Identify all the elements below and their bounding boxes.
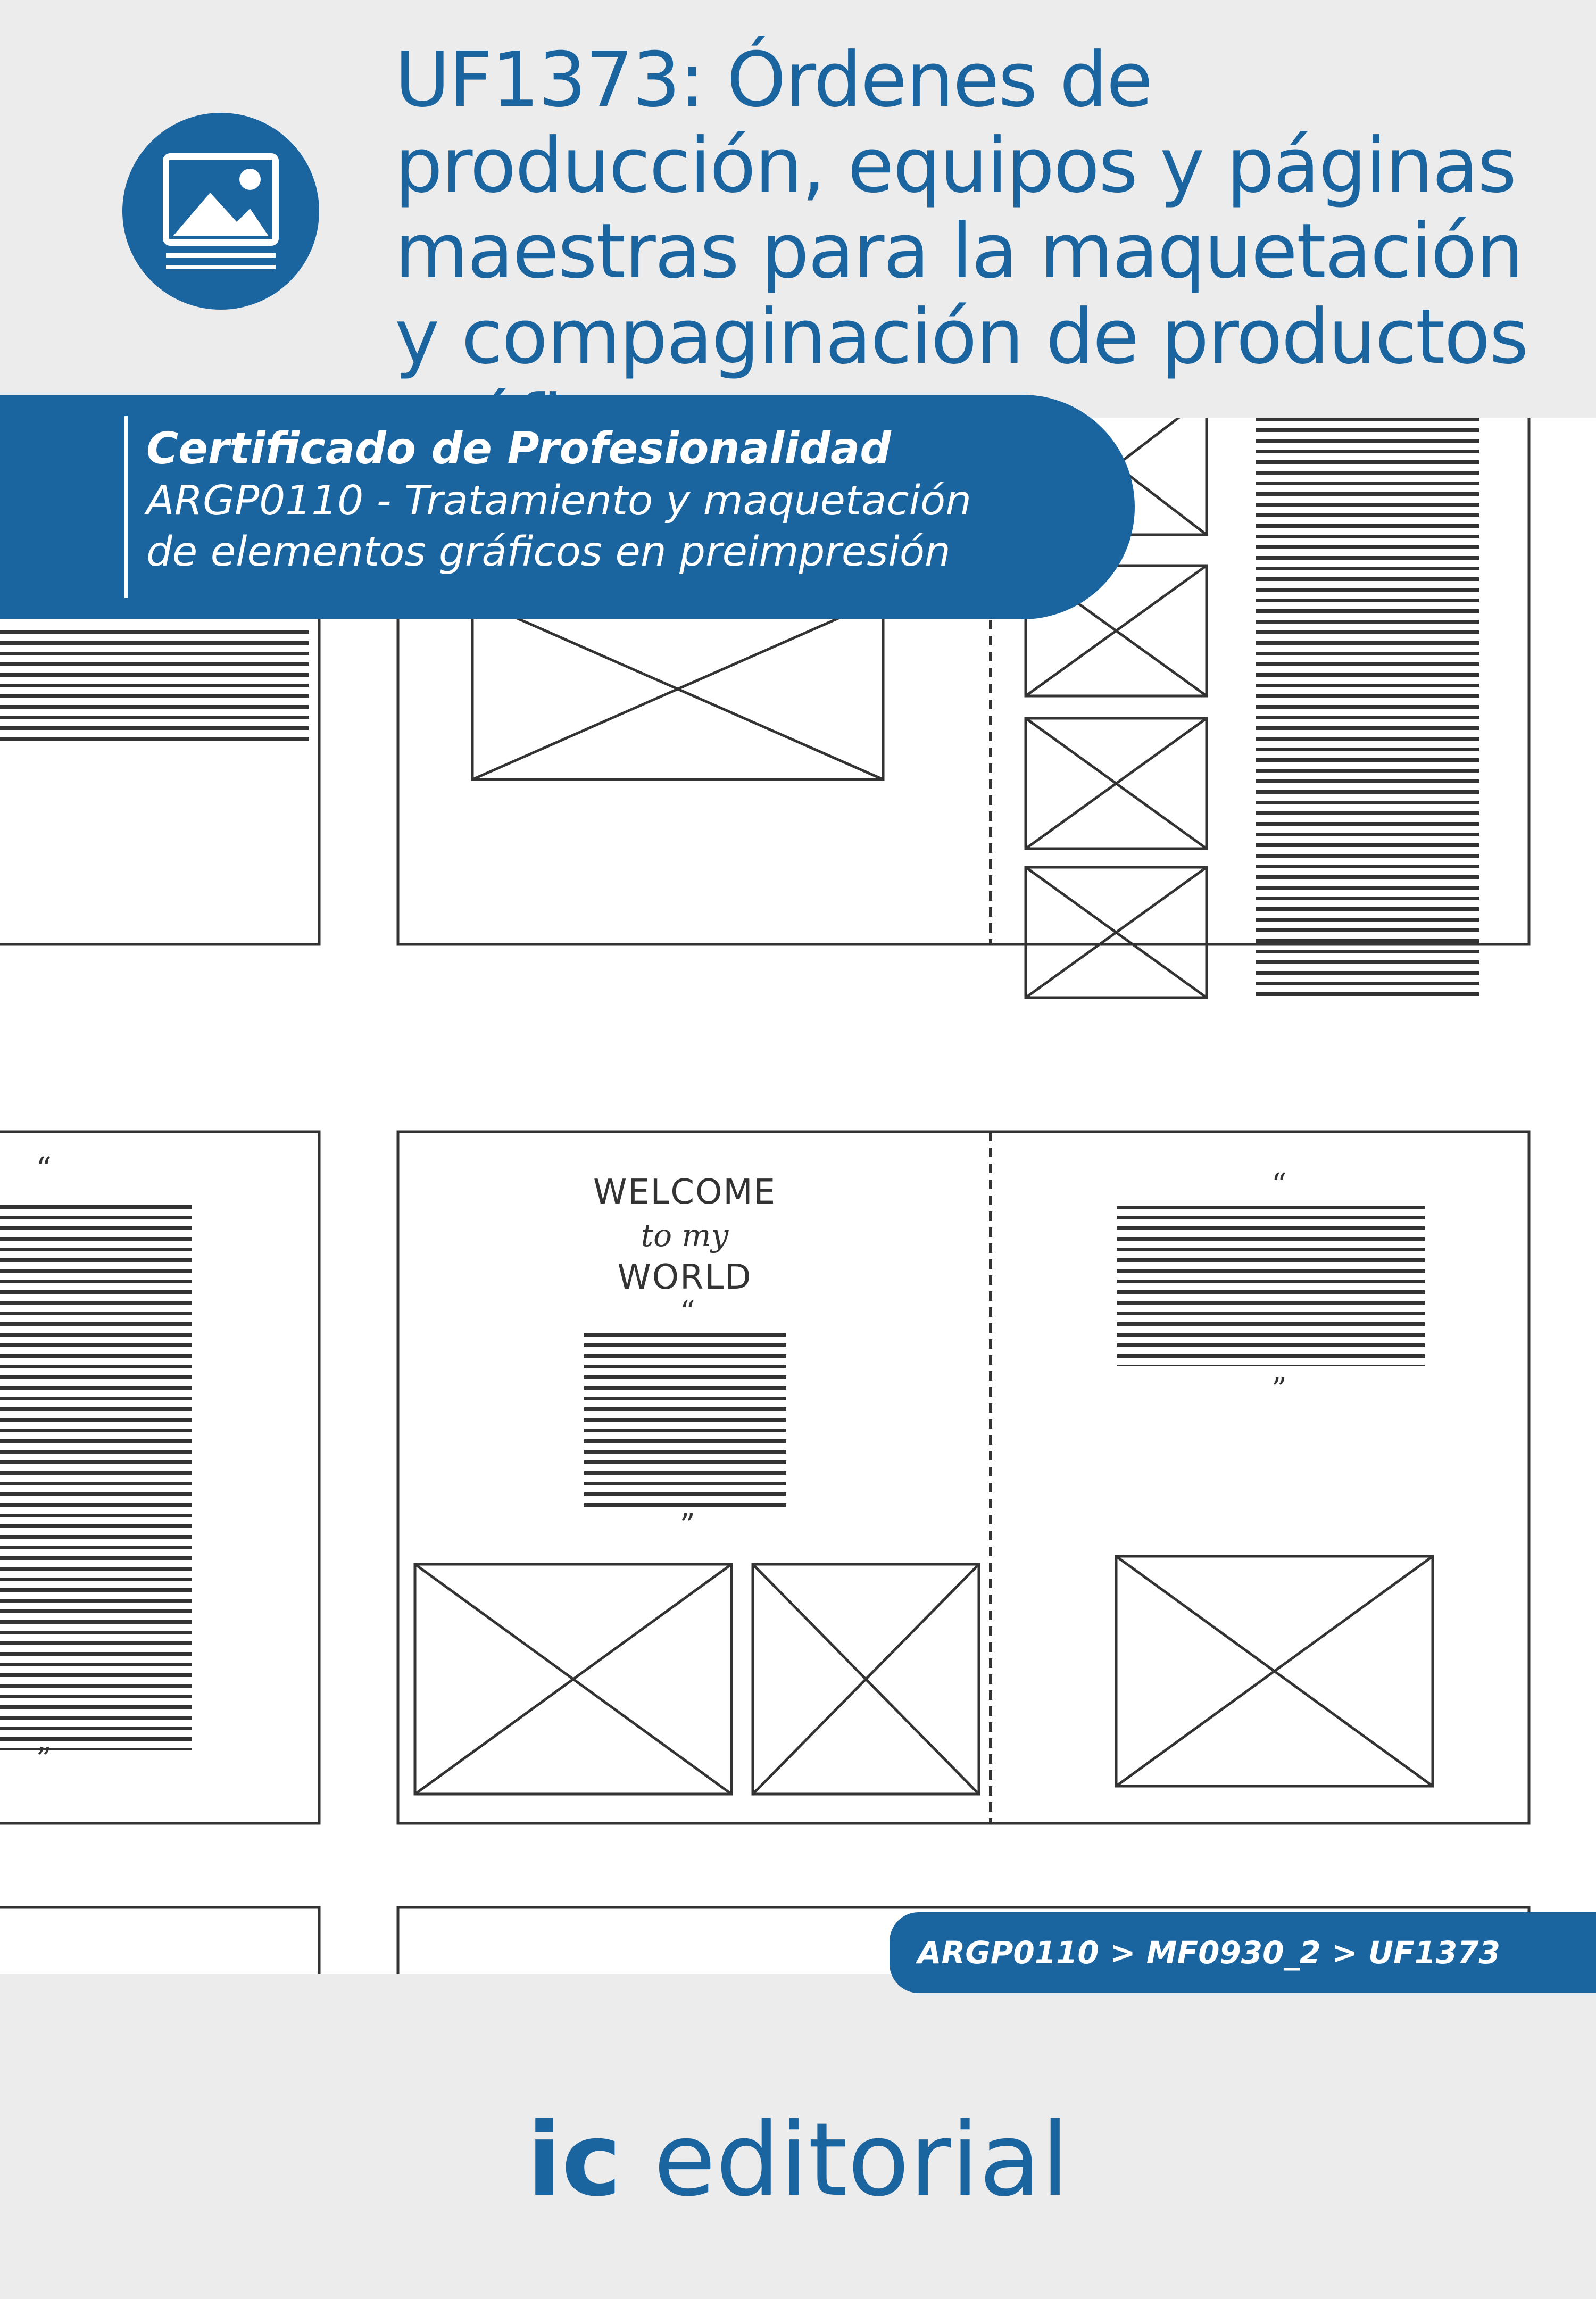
image-placeholder	[1115, 1555, 1434, 1788]
layout-illustration: “ ” “ ” “ ” WELCOME to my WORLD	[0, 418, 1596, 1974]
publisher-logo-word: editorial	[621, 2101, 1069, 2219]
certificate-label: Certificado de Profesionalidad	[146, 424, 892, 474]
text-block	[584, 1329, 786, 1509]
to-my-text: to my	[641, 1217, 729, 1254]
breadcrumb: ARGP0110 > MF0930_2 > UF1373	[917, 1935, 1500, 1971]
text-block	[1117, 1206, 1425, 1366]
world-text: WORLD	[617, 1258, 752, 1297]
text-block	[1256, 418, 1479, 1003]
svg-text:”: ”	[1271, 1372, 1287, 1407]
certificate-code: ARGP0110 - Tratamiento y maquetación	[146, 477, 971, 525]
text-block	[0, 1202, 192, 1750]
image-placeholder-icon	[122, 113, 319, 310]
quote-marks: “ ” “ ” “ ”	[36, 1151, 1287, 1777]
page-frame	[396, 418, 1531, 946]
svg-text:“: “	[1271, 1167, 1287, 1202]
certificate-banner: Certificado de Profesionalidad ARGP0110 …	[0, 395, 1135, 619]
svg-text:”: ”	[36, 1742, 52, 1777]
page-layout-sketch: “ ” “ ” “ ” WELCOME to my WORLD	[0, 418, 1531, 1974]
svg-text:”: ”	[680, 1508, 695, 1542]
svg-text:“: “	[680, 1295, 695, 1330]
image-placeholder	[413, 1563, 733, 1796]
page-frame	[0, 1130, 321, 1825]
breadcrumb-banner: ARGP0110 > MF0930_2 > UF1373	[890, 1912, 1596, 1993]
image-placeholder	[751, 1563, 980, 1796]
publisher-logo-ic: ic	[527, 2101, 622, 2219]
image-placeholder	[471, 597, 885, 781]
image-placeholder	[1024, 717, 1208, 850]
image-placeholder	[1024, 866, 1208, 999]
page-frame	[0, 418, 321, 946]
certificate-name: de elementos gráficos en preimpresión	[146, 528, 951, 576]
banner-divider	[124, 416, 128, 598]
text-block	[0, 629, 309, 746]
svg-text:“: “	[36, 1151, 52, 1186]
page-frame	[396, 1130, 1531, 1825]
page-frame	[396, 1906, 1531, 1974]
page-frame	[0, 1906, 321, 1974]
welcome-text: WELCOME	[593, 1173, 776, 1212]
publisher-logo: ic editorial	[0, 2096, 1596, 2224]
